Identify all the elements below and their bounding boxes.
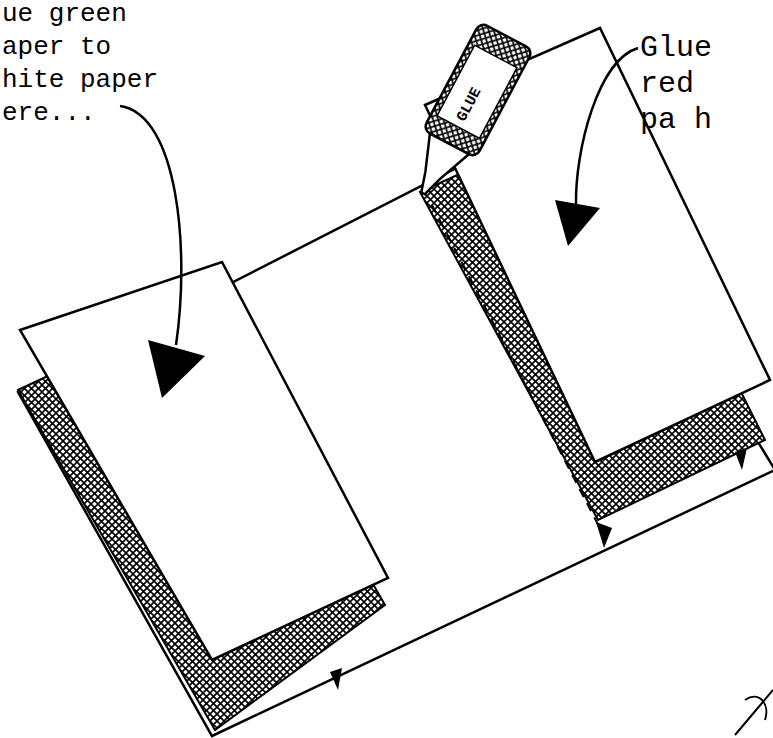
glue-edge-mark: [735, 448, 747, 470]
callout-note: Glue red pa h: [640, 30, 712, 138]
leader-arrowhead: [555, 200, 600, 246]
sketch-fragment: [735, 690, 773, 735]
glue-edge-mark: [330, 668, 342, 690]
leader-arrowhead: [148, 340, 205, 398]
glue-bottle: [397, 22, 534, 207]
fold-line: [432, 205, 604, 536]
leader-line: [576, 48, 638, 205]
bottle-nozzle: [404, 134, 469, 204]
green-paper: [20, 262, 388, 660]
bottle-label: [437, 45, 517, 138]
fold-arrowhead: [596, 522, 612, 548]
red-paper: [425, 28, 770, 462]
leader-line: [120, 106, 181, 345]
callout-note: ue green aper to hite paper ere...: [2, 0, 174, 130]
